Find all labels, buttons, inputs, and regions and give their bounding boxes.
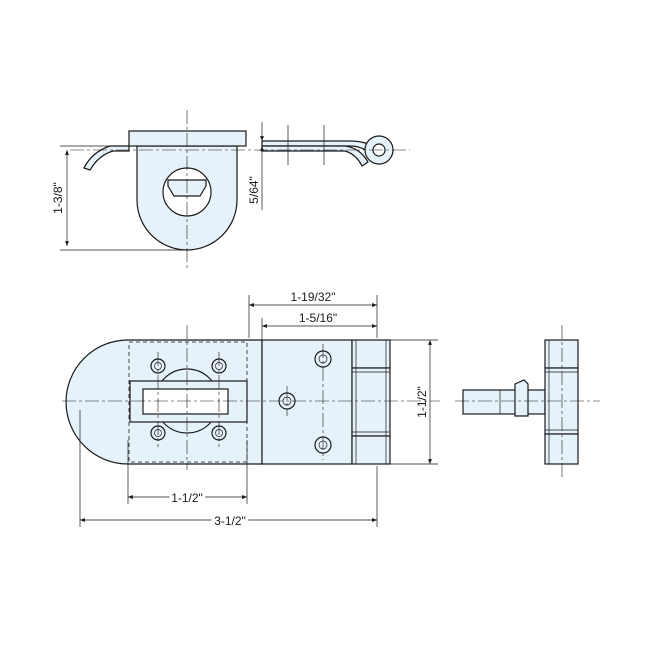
hasp-strap-curl bbox=[261, 145, 369, 167]
top-view: 1-3/8" 5/64" bbox=[51, 110, 410, 268]
hinge-knuckle-2 bbox=[351, 367, 391, 437]
dim-height-front: 1-1/2" bbox=[415, 386, 429, 418]
dim-top-thickness: 5/64" bbox=[247, 176, 261, 204]
hasp-arm-left bbox=[83, 145, 130, 171]
staple-plate bbox=[128, 130, 247, 147]
front-view: 1-19/32" 1-5/16" 1-1/2" 1-1/2" 3-1/2" bbox=[62, 290, 440, 531]
hasp-plate-front bbox=[261, 339, 353, 465]
dim-top-height: 1-3/8" bbox=[51, 182, 65, 214]
side-view bbox=[455, 325, 600, 478]
hinge-knuckle-3 bbox=[351, 435, 391, 465]
staple-tab-side bbox=[514, 379, 529, 417]
hinge-knuckle-1 bbox=[351, 339, 391, 369]
dim-hole-spacing: 1-1/2" bbox=[171, 491, 203, 505]
dim-length-total: 3-1/2" bbox=[214, 514, 246, 528]
hinge-side-bottom bbox=[544, 433, 579, 465]
dim-width-inner: 1-5/16" bbox=[299, 311, 337, 325]
dim-width-total: 1-19/32" bbox=[291, 290, 336, 304]
staple-stem-side bbox=[462, 389, 546, 415]
hinge-side-top bbox=[544, 339, 579, 369]
staple-slot-front bbox=[142, 388, 229, 415]
